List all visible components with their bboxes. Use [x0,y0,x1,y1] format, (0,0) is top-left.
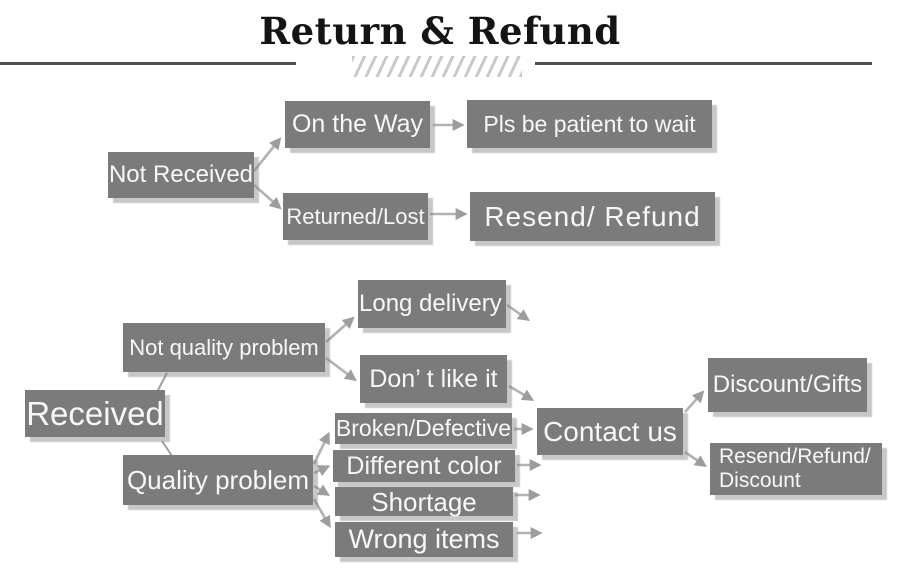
edge-received-to-quality_problem [161,440,173,457]
edge-contact_us-to-discount_gifts [684,390,705,413]
node-broken-defective: Broken/Defective [335,413,512,444]
node-contact-us: Contact us [537,408,683,455]
header-rule-left [0,62,296,65]
node-not-quality-problem: Not quality problem [123,323,325,372]
node-returned-lost: Returned/Lost [283,193,428,240]
page-title: Return & Refund [259,9,621,53]
edge-quality_problem-to-broken_defective [312,431,330,465]
node-pls-be-patient-to-wait: Pls be patient to wait [467,100,712,148]
node-discount-gifts: Discount/Gifts [708,358,867,412]
node-resend-refund-discount: Resend/Refund/ Discount [710,443,882,495]
edge-contact_us-to-resend_refund_discount [684,450,707,468]
node-not-received: Not Received [108,152,254,198]
node-dont-like-it: Don’ t like it [360,355,507,403]
node-quality-problem: Quality problem [123,455,313,505]
node-resend-refund: Resend/ Refund [470,192,715,241]
edge-dont_like_it-to-contact_us [508,384,535,401]
edge-not_quality_problem-to-long_delivery [325,316,355,343]
node-shortage: Shortage [335,487,513,516]
node-on-the-way: On the Way [285,101,430,148]
node-different-color: Different color [333,450,515,482]
edge-quality_problem-to-shortage [313,484,331,496]
hatch-decoration [352,56,522,77]
edge-not_received-to-on_the_way [252,137,282,172]
edge-long_delivery-to-contact_us [506,303,530,322]
edge-not_quality_problem-to-received [156,372,168,393]
node-long-delivery: Long delivery [358,280,506,328]
edge-quality_problem-to-wrong_items [312,498,331,529]
header-rule-right [535,62,872,65]
edge-quality_problem-to-different_color [313,465,331,476]
node-wrong-items: Wrong items [335,522,513,557]
edge-not_quality_problem-to-dont_like_it [325,356,357,382]
edge-not_received-to-returned_lost [253,184,282,210]
node-received: Received [25,390,165,437]
